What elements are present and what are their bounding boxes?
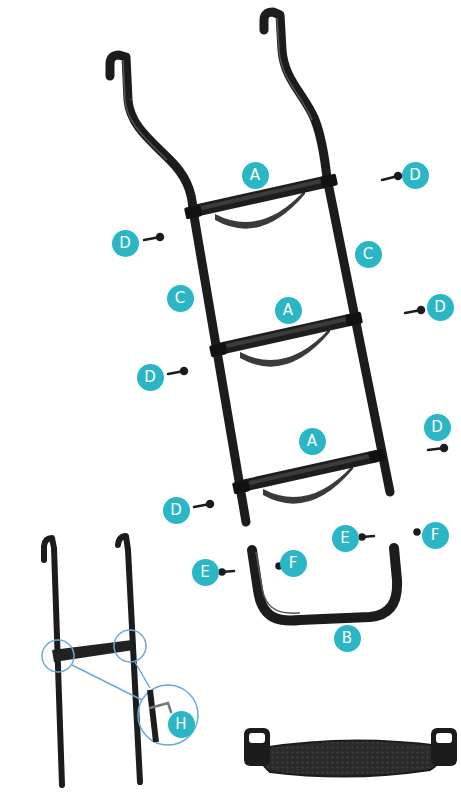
screw <box>144 173 447 575</box>
allen-key <box>150 690 171 742</box>
callout-circle: H <box>168 711 195 738</box>
callout-letter: D <box>144 370 156 385</box>
callout-circle: B <box>334 625 361 652</box>
callout-circle: F <box>280 550 307 577</box>
u-tube <box>252 548 397 621</box>
callout-circle: D <box>402 162 429 189</box>
callout-circle: C <box>167 285 194 312</box>
callout-circle: A <box>242 162 269 189</box>
callout-circle: C <box>355 241 382 268</box>
callout-letter: A <box>250 168 260 183</box>
callout-letter: E <box>200 565 209 580</box>
callout-letter: A <box>283 303 293 318</box>
callout-letter: C <box>175 291 185 306</box>
callout-letter: H <box>175 717 186 732</box>
callout-letter: F <box>431 528 440 543</box>
step-detail <box>244 728 457 777</box>
callout-circle: D <box>137 364 164 391</box>
callout-circle: F <box>422 522 449 549</box>
callout-circle: D <box>424 414 451 441</box>
callout-letter: F <box>289 556 298 571</box>
callout-letter: D <box>434 300 446 315</box>
callout-letter: D <box>170 503 182 518</box>
callout-letter: D <box>409 168 421 183</box>
tube-highlight <box>256 552 300 613</box>
callout-letter: C <box>363 247 373 262</box>
ladder-rail <box>110 12 390 522</box>
callout-circle: A <box>275 297 302 324</box>
ladder-step <box>232 448 386 503</box>
detail-leader <box>42 630 198 745</box>
callout-letter: A <box>307 434 317 449</box>
rail-highlight <box>123 18 312 160</box>
callout-circle: E <box>332 525 359 552</box>
inset-rail <box>44 536 140 785</box>
callout-letter: B <box>342 631 352 646</box>
callout-letter: D <box>431 420 443 435</box>
callout-circle: E <box>192 559 219 586</box>
callout-circle: D <box>112 230 139 257</box>
inset-step <box>52 640 134 662</box>
callout-circle: A <box>299 428 326 455</box>
callout-circle: D <box>427 294 454 321</box>
callout-circle: D <box>163 497 190 524</box>
callout-letter: E <box>340 531 349 546</box>
callout-letter: D <box>119 236 131 251</box>
